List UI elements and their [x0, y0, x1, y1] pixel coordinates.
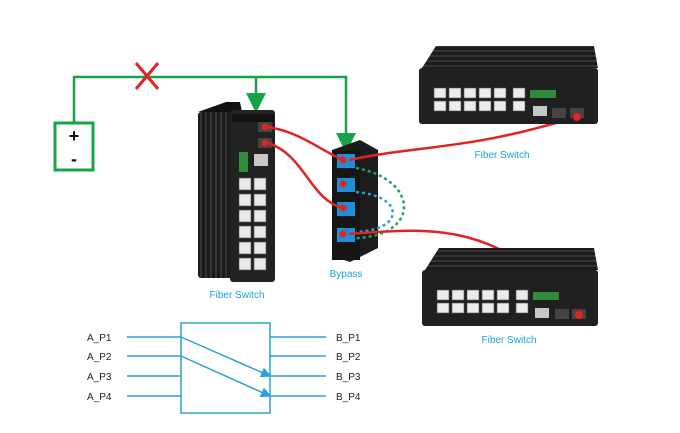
top-switch-rj45-port [433, 87, 447, 99]
bottom-switch-rj45-port [466, 302, 480, 314]
top-switch-rj45-port [493, 87, 507, 99]
bottom-switch-rj45-port [436, 302, 450, 314]
matrix-output-label: B_P3 [336, 372, 361, 383]
left-switch-rj45-port [253, 177, 267, 191]
left-switch-rj45-port [253, 209, 267, 223]
bottom-switch-rj45-port [496, 302, 510, 314]
power-supply-box [53, 121, 95, 172]
top-switch-rj45-port [512, 87, 526, 99]
bypass-caption: Bypass [330, 269, 363, 280]
left-switch-rj45-port [238, 193, 252, 207]
top-switch-rj45-port [448, 100, 462, 112]
power-cut-x-icon [134, 62, 160, 90]
bottom-switch-rj45-port [466, 289, 480, 301]
matrix-output-label: B_P4 [336, 392, 361, 403]
matrix-output-label: B_P2 [336, 352, 361, 363]
bypass-loop-green [355, 166, 406, 240]
left-switch-rj45-port [238, 241, 252, 255]
left-switch-rj45-port [238, 177, 252, 191]
matrix-input-label: A_P3 [87, 372, 112, 383]
top-switch-rj45-port [478, 100, 492, 112]
port-matrix: A_P1 A_P2 A_P3 A_P4 B_P1 B_P2 B_P3 B_P4 [87, 322, 361, 414]
bottom-switch-sfp-port [555, 309, 569, 319]
left-switch-rj45-port [238, 209, 252, 223]
power-lines [72, 75, 356, 153]
bottom-switch-rj45-port [515, 289, 529, 301]
matrix-box [180, 322, 271, 414]
fiber-cable-1 [267, 125, 344, 162]
top-switch-sfp-port [552, 108, 566, 118]
top-switch-rj45-port [478, 87, 492, 99]
top-right-fiber-switch [419, 46, 598, 124]
power-minus-label: - [71, 149, 77, 169]
left-switch-caption: Fiber Switch [209, 290, 264, 301]
top-switch-rj45-port [433, 100, 447, 112]
left-switch-rj45-port [253, 225, 267, 239]
left-switch-rj45-port [253, 257, 267, 271]
power-plus-label: + [69, 126, 80, 146]
bottom-switch-rj45-port [496, 289, 510, 301]
bypass-loop-blue [355, 190, 394, 234]
left-fiber-switch [198, 102, 275, 282]
bottom-switch-rj45-port [436, 289, 450, 301]
left-switch-rj45-port [238, 257, 252, 271]
left-switch-rj45-port [253, 241, 267, 255]
power-line-main [72, 75, 356, 153]
matrix-output-label: B_P1 [336, 333, 361, 344]
bottom-right-switch-caption: Fiber Switch [481, 335, 536, 346]
top-switch-rj45-port [448, 87, 462, 99]
left-switch-rj45-port [238, 225, 252, 239]
left-switch-rj45-port [253, 193, 267, 207]
bottom-switch-rj45-port [451, 289, 465, 301]
top-switch-rj45-port [463, 100, 477, 112]
bottom-right-fiber-switch [422, 248, 598, 326]
bottom-switch-rj45-port [451, 302, 465, 314]
fiber-cable-3 [348, 115, 577, 162]
matrix-input-label: A_P4 [87, 392, 112, 403]
top-switch-rj45-port [512, 100, 526, 112]
top-switch-rj45-port [463, 87, 477, 99]
power-supply: + - [53, 121, 95, 172]
matrix-input-label: A_P1 [87, 333, 112, 344]
bottom-switch-rj45-port [481, 302, 495, 314]
fiber-cable-2 [267, 141, 344, 210]
bottom-switch-rj45-port [481, 289, 495, 301]
top-switch-rj45-port [493, 100, 507, 112]
bottom-switch-rj45-port [515, 302, 529, 314]
bypass-loops [355, 166, 406, 240]
matrix-input-label: A_P2 [87, 352, 112, 363]
top-right-switch-caption: Fiber Switch [474, 150, 529, 161]
